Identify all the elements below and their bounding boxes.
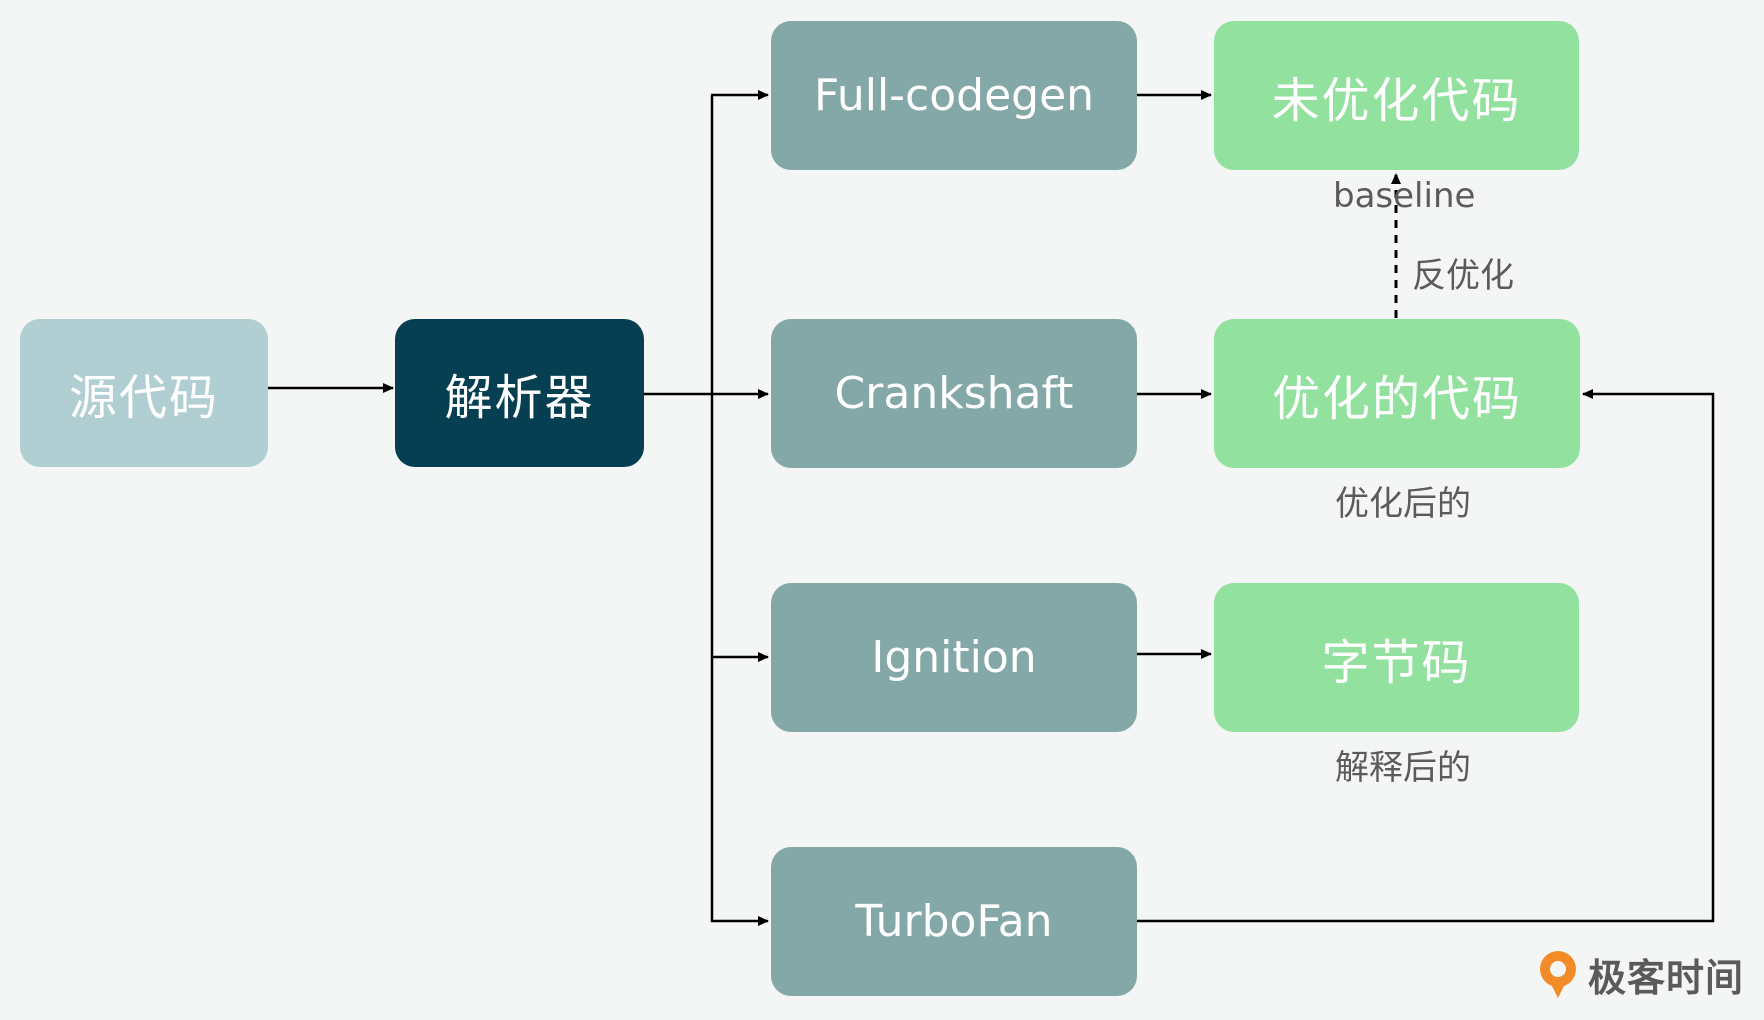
full-codegen-node: Full-codegen xyxy=(771,21,1137,170)
optimized-code-label: 优化的代码 xyxy=(1271,370,1522,427)
parser-label: 解析器 xyxy=(444,370,595,426)
geektime-logo-icon xyxy=(1540,951,1576,998)
optimized-code-node: 优化的代码 xyxy=(1214,319,1580,468)
parser-node: 解析器 xyxy=(395,319,644,467)
bytecode-node: 字节码 xyxy=(1214,583,1579,732)
geektime-logo-text: 极客时间 xyxy=(1588,955,1745,1000)
baseline-caption: baseline xyxy=(1333,176,1476,216)
geektime-logo: 极客时间 xyxy=(1536,944,1744,1004)
full-codegen-label: Full-codegen xyxy=(813,70,1095,121)
after-interpret-caption: 解释后的 xyxy=(1335,748,1471,788)
deoptimize-caption: 反优化 xyxy=(1412,256,1514,296)
turbofan-node: TurboFan xyxy=(771,847,1137,996)
source-code-label: 源代码 xyxy=(68,370,219,426)
unoptimized-code-node: 未优化代码 xyxy=(1214,21,1579,170)
crankshaft-label: Crankshaft xyxy=(834,368,1074,419)
ignition-node: Ignition xyxy=(771,583,1137,732)
turbofan-label: TurboFan xyxy=(855,896,1053,947)
crankshaft-node: Crankshaft xyxy=(771,319,1137,468)
bytecode-label: 字节码 xyxy=(1321,634,1472,691)
ignition-label: Ignition xyxy=(871,632,1037,683)
source-code-node: 源代码 xyxy=(20,319,268,467)
after-optimize-caption: 优化后的 xyxy=(1335,484,1471,524)
arrow-turbofan-to-optimized xyxy=(1137,389,1715,923)
unoptimized-code-label: 未优化代码 xyxy=(1271,72,1522,129)
